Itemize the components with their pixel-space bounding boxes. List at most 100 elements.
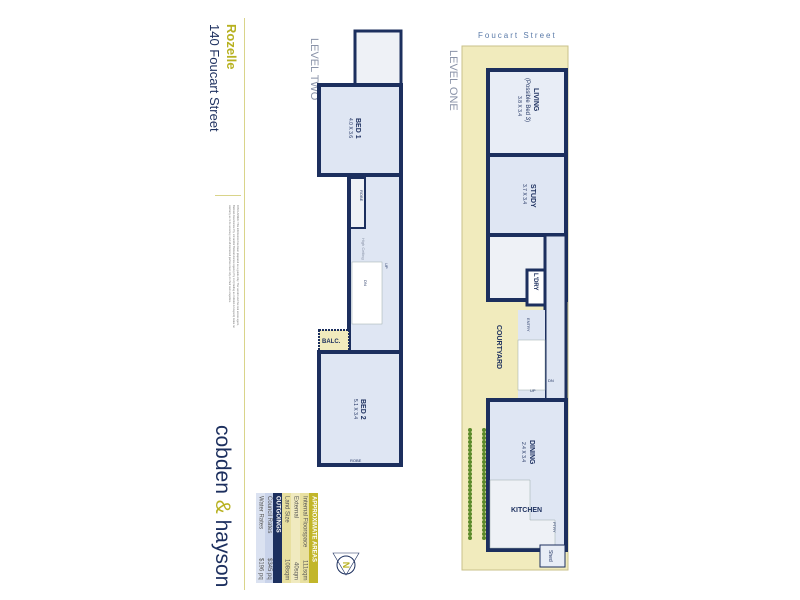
hedge-shrub bbox=[482, 528, 486, 532]
hedge-shrub bbox=[468, 488, 472, 492]
hedge-shrub bbox=[468, 436, 472, 440]
hedge-shrub bbox=[482, 500, 486, 504]
hedge-shrub bbox=[482, 440, 486, 444]
outgoing-value: $345 pq bbox=[266, 558, 272, 580]
robe1-label: ROBE bbox=[359, 190, 364, 202]
hedge-shrub bbox=[482, 488, 486, 492]
hedge-shrub bbox=[468, 508, 472, 512]
stairs-l1 bbox=[517, 339, 546, 391]
dining-dims: 2.4 X 3.4 bbox=[520, 442, 526, 462]
hedge-shrub bbox=[468, 448, 472, 452]
area-value: 111sqm bbox=[301, 559, 308, 580]
hedge-shrub bbox=[482, 460, 486, 464]
logo: cobden & hayson bbox=[210, 425, 234, 587]
hedge-shrub bbox=[482, 536, 486, 540]
hedge-shrub bbox=[482, 508, 486, 512]
hedge-shrub bbox=[468, 536, 472, 540]
study-dims: 3.7 X 3.4 bbox=[521, 184, 527, 204]
hedge-shrub bbox=[482, 444, 486, 448]
hedge-shrub bbox=[468, 516, 472, 520]
north-arrow-icon: N bbox=[332, 552, 360, 576]
dn-label: DN bbox=[363, 280, 368, 286]
areas-title: APPROXIMATE AREAS bbox=[310, 496, 317, 563]
hedge-shrub bbox=[482, 532, 486, 536]
kitchen-bench bbox=[489, 479, 556, 549]
void-label: High Ceiling bbox=[361, 238, 366, 260]
logo-left: cobden bbox=[211, 425, 234, 494]
hedge-shrub bbox=[468, 504, 472, 508]
hedge-shrub bbox=[468, 472, 472, 476]
hedge-shrub bbox=[468, 532, 472, 536]
hedge-shrub bbox=[468, 460, 472, 464]
bed1-dims: 4.0 X 3.6 bbox=[347, 118, 353, 138]
hedge-shrub bbox=[468, 500, 472, 504]
hedge-shrub bbox=[468, 524, 472, 528]
bed2-room bbox=[317, 350, 403, 467]
robe2-label: ROBE bbox=[350, 458, 362, 463]
hedge-shrub bbox=[482, 448, 486, 452]
hedge-shrub bbox=[482, 464, 486, 468]
hedge-shrub bbox=[468, 484, 472, 488]
hedge-shrub bbox=[482, 472, 486, 476]
hedge-shrub bbox=[482, 456, 486, 460]
bed2-label: BED 2 bbox=[359, 399, 366, 420]
hallway-l1 bbox=[543, 233, 568, 402]
outgoing-label: Council Rates bbox=[266, 496, 272, 534]
hedge bbox=[468, 428, 486, 540]
hedge-shrub bbox=[468, 452, 472, 456]
living-sub-label: (Possible Bed 3) bbox=[524, 78, 530, 122]
area-label: Internal Floorspace bbox=[301, 496, 308, 548]
level-one-plan bbox=[461, 45, 569, 571]
hedge-shrub bbox=[468, 456, 472, 460]
areas-header: APPROXIMATE AREAS bbox=[309, 493, 318, 583]
area-value: 108sqm bbox=[283, 558, 290, 580]
hedge-shrub bbox=[468, 444, 472, 448]
outgoing-value: $196 pq bbox=[257, 558, 264, 580]
outgoing-label: Water Rates bbox=[257, 496, 264, 530]
compass-label: N bbox=[341, 562, 351, 569]
stairs-l2 bbox=[351, 261, 383, 325]
hedge-shrub bbox=[482, 492, 486, 496]
disclaimer-divider bbox=[215, 195, 241, 196]
shed-label: Shed bbox=[547, 550, 553, 562]
logo-amp: & bbox=[211, 499, 234, 514]
living-label: LIVING bbox=[532, 88, 539, 112]
hedge-shrub bbox=[482, 468, 486, 472]
outgoings-title: OUTGOINGS bbox=[274, 496, 281, 533]
robe1 bbox=[349, 177, 366, 229]
entry-label: ENTRY bbox=[526, 318, 531, 332]
hedge-shrub bbox=[468, 440, 472, 444]
area-label: Land Size bbox=[283, 496, 290, 523]
hedge-shrub bbox=[468, 428, 472, 432]
hedge-shrub bbox=[482, 452, 486, 456]
hedge-shrub bbox=[482, 516, 486, 520]
area-row: Land Size 108sqm bbox=[282, 493, 291, 583]
hedge-shrub bbox=[482, 436, 486, 440]
dn-label-l1: DN bbox=[548, 378, 554, 383]
hedge-shrub bbox=[468, 476, 472, 480]
outgoing-row: Water Rates $196 pq bbox=[256, 493, 265, 583]
living-room bbox=[486, 68, 568, 157]
kitchen-label: KITCHEN bbox=[511, 507, 542, 514]
hedge-shrub bbox=[468, 512, 472, 516]
courtyard-label: COURTYARD bbox=[495, 325, 502, 369]
balcony-label: BALC. bbox=[322, 339, 341, 345]
hedge-shrub bbox=[482, 524, 486, 528]
hedge-shrub bbox=[482, 480, 486, 484]
up-label-l1: UP bbox=[530, 388, 536, 393]
bed2-dims: 5.1 X 3.4 bbox=[352, 399, 358, 419]
area-row: Internal Floorspace 111sqm bbox=[300, 493, 309, 583]
hedge-shrub bbox=[482, 512, 486, 516]
hedge-shrub bbox=[468, 468, 472, 472]
divider-line bbox=[244, 18, 245, 590]
area-value: 40sqm bbox=[292, 561, 299, 580]
laundry-label: L'DRY bbox=[532, 273, 538, 291]
address-title: 140 Foucart Street bbox=[207, 24, 222, 132]
street-label: Foucart Street bbox=[478, 31, 557, 40]
hedge-shrub bbox=[468, 492, 472, 496]
hedge-shrub bbox=[482, 504, 486, 508]
areas-table: APPROXIMATE AREAS Internal Floorspace 111… bbox=[256, 493, 318, 583]
hedge-shrub bbox=[482, 428, 486, 432]
outgoings-header: OUTGOINGS bbox=[273, 493, 282, 583]
bathroom bbox=[353, 29, 403, 87]
